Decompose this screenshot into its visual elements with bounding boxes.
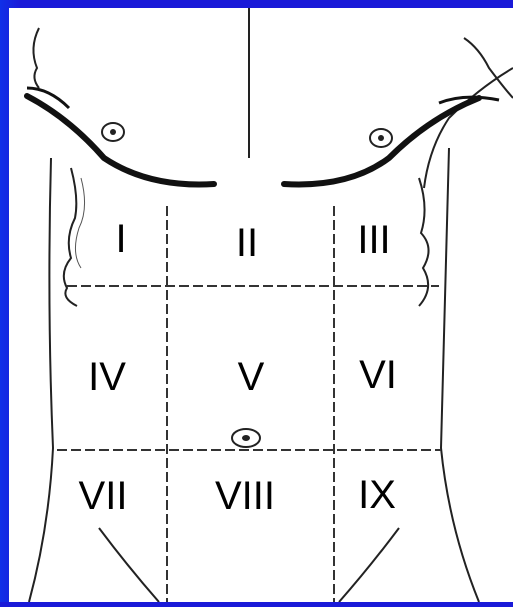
left-shoulder-outline <box>33 28 39 88</box>
region-6-label: VI <box>359 355 397 395</box>
region-8-label: VIII <box>215 476 275 516</box>
region-7-label: VII <box>79 476 128 516</box>
region-4-label: IV <box>88 357 126 397</box>
right-inguinal-line <box>339 528 399 602</box>
right-nipple <box>370 129 392 147</box>
left-rib-margin-inner <box>75 178 84 268</box>
right-shoulder-outline <box>464 38 513 98</box>
region-1-label: I <box>115 219 126 259</box>
left-inguinal-line <box>99 528 159 602</box>
left-body-side <box>29 158 53 602</box>
region-9-label: IX <box>358 475 396 515</box>
left-pectoral-curve <box>27 96 214 184</box>
region-5-label: V <box>238 357 265 397</box>
right-arm-outline <box>424 68 513 188</box>
right-body-side <box>441 148 479 602</box>
region-3-label: III <box>357 220 390 260</box>
left-nipple <box>102 123 124 141</box>
right-pectoral-curve <box>284 98 479 184</box>
region-2-label: II <box>236 223 258 263</box>
navel <box>232 429 260 447</box>
